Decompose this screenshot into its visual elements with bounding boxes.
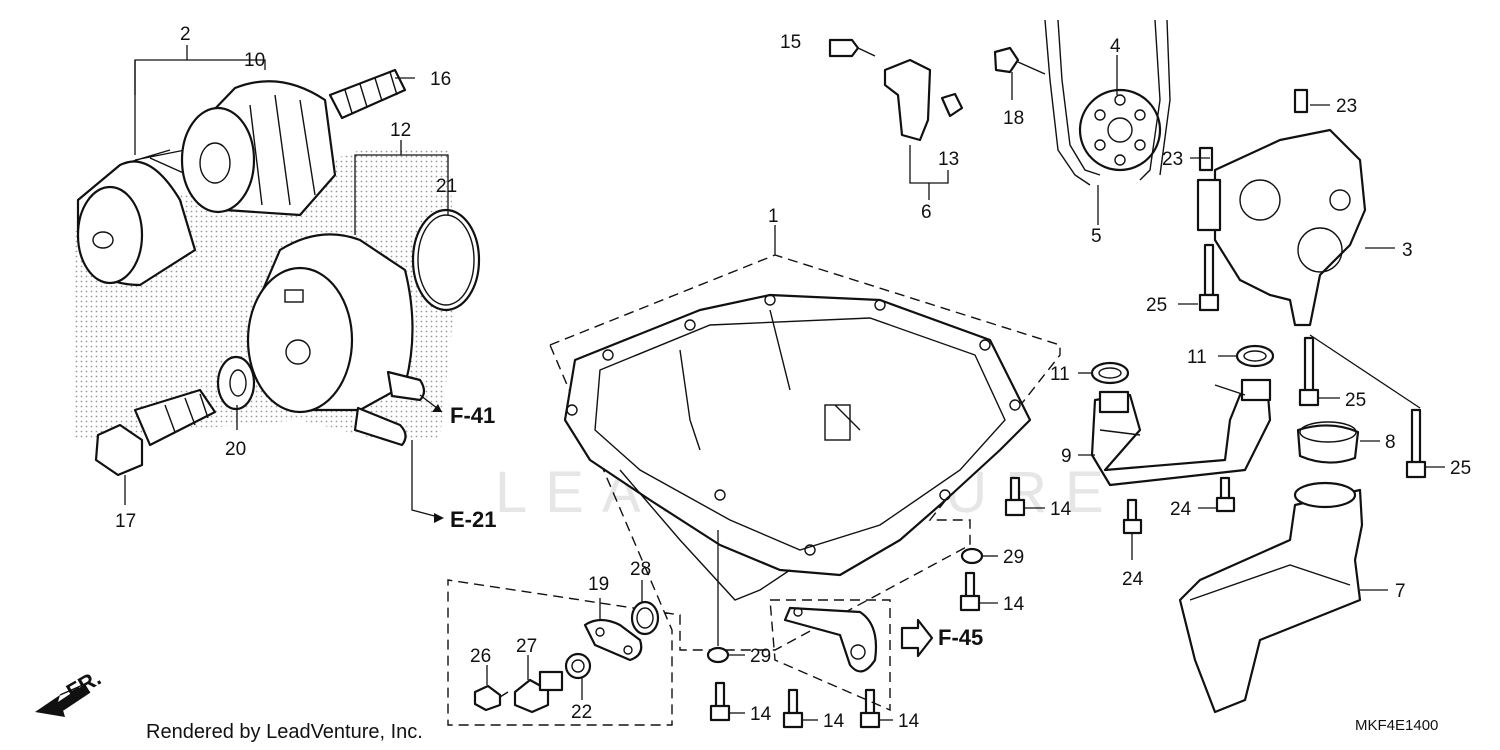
callout-11-a: 11	[1050, 364, 1070, 385]
callout-15: 15	[780, 32, 801, 53]
o-ring-28	[630, 600, 660, 636]
bolt-25-a	[1198, 243, 1220, 312]
front-direction-arrow	[35, 683, 91, 717]
bolt-14-b	[959, 571, 981, 612]
oil-filter-2	[76, 149, 197, 287]
arrow-f41	[419, 394, 443, 413]
callout-1: 1	[768, 206, 779, 227]
callout-23-a: 23	[1336, 96, 1357, 117]
washer-29-b	[960, 547, 984, 565]
oil-pan-1	[563, 293, 1032, 601]
oil-cooler-12	[246, 233, 426, 447]
o-ring-21	[411, 208, 481, 312]
callout-20: 20	[225, 439, 246, 460]
callout-10: 10	[244, 50, 265, 71]
bolt-14-d	[782, 688, 804, 729]
bolt-24-a	[1122, 498, 1143, 535]
arrow-e21	[411, 440, 444, 523]
callout-6: 6	[921, 202, 932, 223]
callout-9: 9	[1061, 446, 1072, 467]
callout-16: 16	[430, 69, 451, 90]
callout-24-a: 24	[1122, 569, 1144, 590]
callout-26: 26	[470, 646, 491, 667]
callout-29-a: 29	[750, 646, 771, 667]
callout-12: 12	[390, 120, 411, 141]
pan-group-outline	[447, 254, 1061, 726]
callout-29-b: 29	[1003, 547, 1024, 568]
gasket-19	[583, 618, 643, 662]
callout-22: 22	[571, 702, 592, 723]
callout-14-a: 14	[1050, 499, 1072, 520]
bracket-plate	[783, 606, 878, 673]
callout-24-b: 24	[1170, 499, 1192, 520]
callout-3: 3	[1402, 240, 1413, 261]
callout-25-b: 25	[1345, 390, 1366, 411]
ref-e21: E-21	[450, 507, 496, 532]
oil-strainer-7	[1178, 481, 1364, 714]
oil-pump-3	[1196, 88, 1367, 327]
stud-16	[328, 68, 407, 120]
bolt-14-e	[859, 688, 881, 729]
callout-14-e: 14	[898, 711, 920, 732]
washer-20	[216, 355, 256, 411]
bolt-14-a	[1004, 476, 1026, 517]
washer-22	[564, 652, 592, 680]
callout-19: 19	[588, 574, 609, 595]
callout-13: 13	[938, 149, 959, 170]
callout-17: 17	[115, 511, 136, 532]
chain-guide-group	[828, 38, 964, 200]
oil-filter-10	[180, 80, 337, 217]
callout-27: 27	[516, 636, 537, 657]
bolt-26	[473, 684, 509, 712]
ref-f41: F-41	[450, 403, 495, 428]
oil-pipe-9	[1090, 378, 1272, 487]
callout-21: 21	[436, 176, 457, 197]
callout-14-b: 14	[1003, 594, 1025, 615]
callout-11-b: 11	[1187, 347, 1207, 368]
footer-credit: Rendered by LeadVenture, Inc.	[146, 721, 423, 743]
callout-28: 28	[630, 559, 651, 580]
ref-f45: F-45	[938, 625, 983, 650]
callout-2: 2	[180, 24, 191, 45]
bolt-25-b	[1298, 336, 1320, 407]
callout-23-b: 23	[1162, 149, 1183, 170]
bracket-plate-outline	[769, 599, 891, 712]
callout-4: 4	[1110, 36, 1121, 57]
washer-29-a	[706, 646, 730, 664]
arrow-f45	[900, 618, 934, 658]
chain-5	[1044, 19, 1171, 186]
diagram-code: MKF4E1400	[1355, 717, 1438, 734]
callout-5: 5	[1091, 226, 1102, 247]
bolt-17	[94, 388, 217, 477]
callout-14-d: 14	[823, 711, 845, 732]
collar-8	[1296, 421, 1360, 464]
bolt-25-c	[1405, 408, 1427, 479]
callout-25-a: 25	[1146, 295, 1167, 316]
o-ring-11-b	[1235, 344, 1275, 368]
bolt-24-b	[1215, 476, 1236, 513]
bolt-18	[993, 46, 1046, 75]
callout-18: 18	[1003, 108, 1024, 129]
callout-8: 8	[1385, 432, 1396, 453]
callout-25-c: 25	[1450, 458, 1471, 479]
sprocket-4	[1078, 88, 1162, 172]
drain-bolt-27	[513, 670, 564, 714]
callout-7: 7	[1395, 581, 1406, 602]
callout-14-c: 14	[750, 704, 772, 725]
bolt-14-c	[709, 681, 731, 722]
o-ring-11-a	[1090, 361, 1130, 385]
